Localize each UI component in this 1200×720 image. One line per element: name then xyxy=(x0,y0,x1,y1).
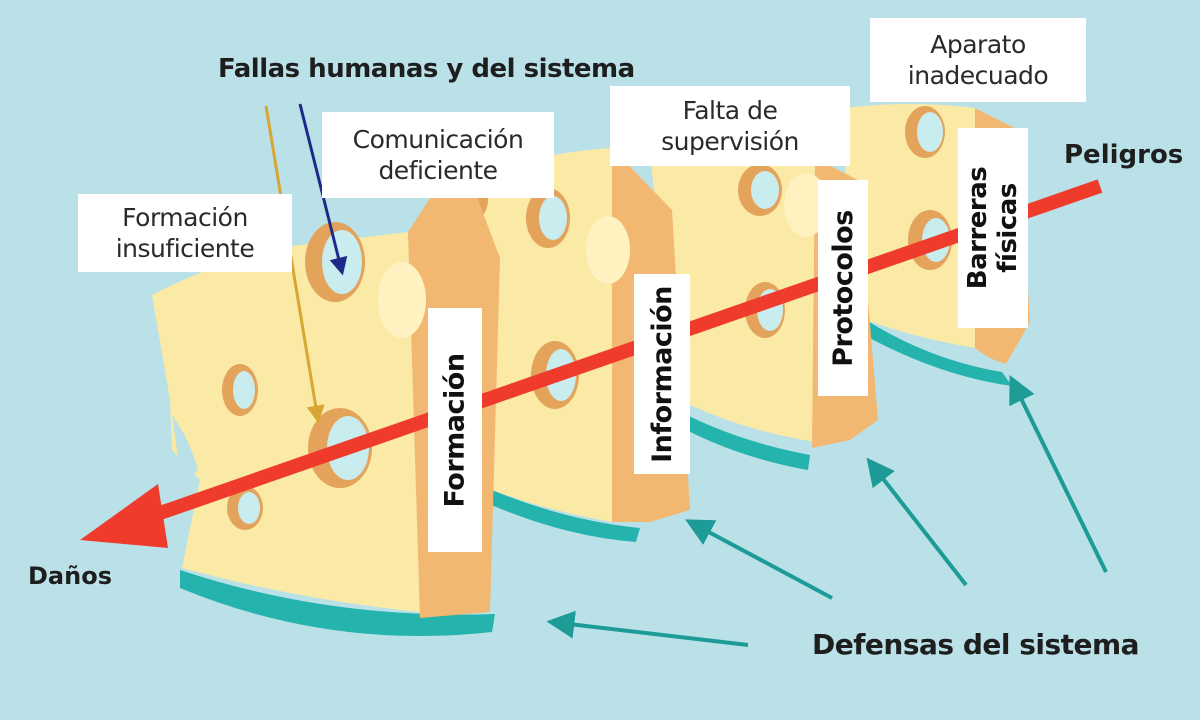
failure-box-communication: Comunicación deficiente xyxy=(322,112,554,198)
arrow-head xyxy=(80,484,168,548)
failure-line: Aparato xyxy=(930,30,1026,59)
failure-line: Falta de xyxy=(682,96,778,125)
failure-line: deficiente xyxy=(378,156,498,185)
failure-box-equipment: Aparato inadecuado xyxy=(870,18,1086,102)
pointer-slice-4 xyxy=(1009,374,1108,573)
hazards-label: Peligros xyxy=(1064,140,1184,170)
pointer-failure-gold xyxy=(264,105,325,424)
slice-shadow xyxy=(668,405,810,470)
slice-shadow xyxy=(866,320,1012,386)
failure-box-training: Formación insuficiente xyxy=(78,194,292,272)
slice-face xyxy=(845,104,975,348)
damage-label: Daños xyxy=(28,562,112,590)
defense-line: Barreras xyxy=(963,166,994,290)
slice-face xyxy=(152,232,420,612)
pointer-slice-1 xyxy=(546,610,749,647)
slice-face xyxy=(462,148,612,522)
defense-label-information: Información xyxy=(634,274,690,474)
defense-label-barriers: Barreras físicas xyxy=(958,128,1028,328)
defense-line: físicas xyxy=(993,183,1024,273)
failures-title: Fallas humanas y del sistema xyxy=(218,54,635,84)
failure-line: supervisión xyxy=(661,127,799,156)
defense-text: Formación xyxy=(439,352,471,508)
defense-text: Barreras físicas xyxy=(963,167,1023,289)
pointer-failure-navy xyxy=(298,103,348,276)
defense-text: Información xyxy=(646,285,678,463)
slice-shadow xyxy=(480,485,640,542)
failure-box-supervision: Falta de supervisión xyxy=(610,86,850,166)
failure-line: Comunicación xyxy=(352,125,524,154)
defense-label-protocols: Protocolos xyxy=(818,180,868,396)
defense-text: Protocolos xyxy=(827,209,859,367)
hazard-arrow xyxy=(80,179,1103,548)
pointer-slice-3 xyxy=(866,457,968,587)
failure-line: inadecuado xyxy=(907,61,1049,90)
slice-shadow xyxy=(180,570,495,637)
defense-label-training: Formación xyxy=(428,308,482,552)
failure-line: insuficiente xyxy=(115,234,255,263)
slice-face xyxy=(650,147,815,442)
pointer-slice-2 xyxy=(685,519,833,600)
defense-pointers xyxy=(546,374,1108,647)
failure-line: Formación xyxy=(122,203,248,232)
defenses-label: Defensas del sistema xyxy=(812,628,1140,661)
